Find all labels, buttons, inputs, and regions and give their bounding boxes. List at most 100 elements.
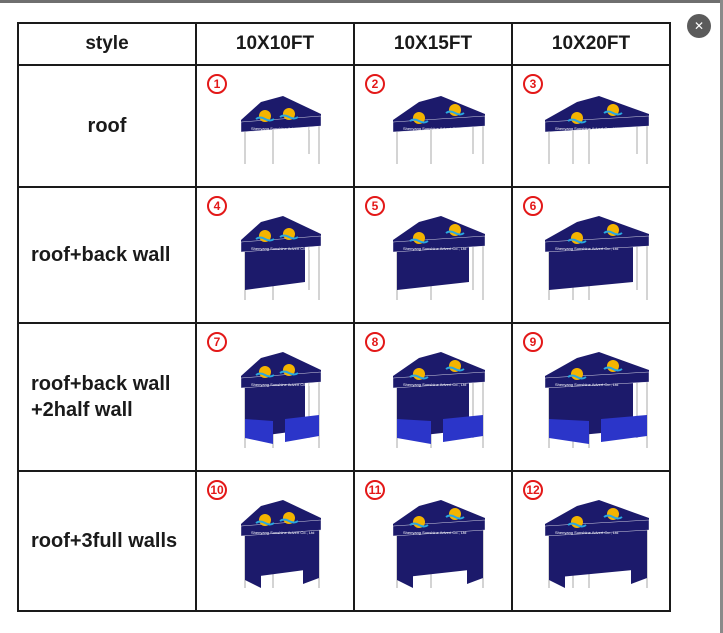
item-number-badge: 8 bbox=[365, 332, 385, 352]
tent-illustration: Shenyang Sunshine Advert Co., Ltd bbox=[544, 500, 650, 588]
tent-image-cell: Shenyang Sunshine Advert Co., Ltd 12 bbox=[511, 470, 671, 612]
valance-brand-text: Shenyang Sunshine Advert Co., Ltd bbox=[555, 530, 618, 535]
sun-logo-icon bbox=[409, 516, 429, 528]
sun-logo-icon bbox=[603, 508, 623, 520]
style-label: roof+back wall bbox=[17, 186, 197, 324]
valance-brand-text: Shenyang Sunshine Advert Co., Ltd bbox=[251, 530, 314, 535]
tent-style-table: style 10X10FT 10X15FT 10X20FT roof Sheny… bbox=[17, 22, 671, 612]
tent-illustration: Shenyang Sunshine Advert Co., Ltd bbox=[544, 96, 650, 164]
style-label: roof+back wall +2half wall bbox=[17, 322, 197, 472]
half-wall bbox=[443, 415, 483, 442]
sun-logo-icon bbox=[409, 112, 429, 124]
tent-illustration: Shenyang Sunshine Advert Co., Ltd bbox=[240, 216, 322, 300]
half-wall bbox=[601, 415, 647, 442]
tent-valance bbox=[544, 519, 650, 537]
half-wall bbox=[549, 419, 589, 444]
tent-image-cell: Shenyang Sunshine Advert Co., Ltd 11 bbox=[353, 470, 513, 612]
window-right-border bbox=[720, 0, 723, 633]
valance-brand-text: Shenyang Sunshine Advert Co., Ltd bbox=[251, 382, 314, 387]
tent-illustration: Shenyang Sunshine Advert Co., Ltd bbox=[392, 216, 486, 300]
tent-image-cell: Shenyang Sunshine Advert Co., Ltd 3 bbox=[511, 64, 671, 188]
tent-image-cell: Shenyang Sunshine Advert Co., Ltd 1 bbox=[195, 64, 355, 188]
tent-illustration: Shenyang Sunshine Advert Co., Ltd bbox=[392, 500, 486, 588]
item-number-badge: 11 bbox=[365, 480, 385, 500]
sun-logo-icon bbox=[567, 368, 587, 380]
sun-logo-icon bbox=[279, 108, 299, 120]
half-wall bbox=[285, 415, 319, 442]
sun-logo-icon bbox=[445, 360, 465, 372]
valance-brand-text: Shenyang Sunshine Advert Co., Ltd bbox=[251, 126, 314, 131]
sun-logo-icon bbox=[255, 230, 275, 242]
item-number-badge: 12 bbox=[523, 480, 543, 500]
tent-image-cell: Shenyang Sunshine Advert Co., Ltd 7 bbox=[195, 322, 355, 472]
tent-image-cell: Shenyang Sunshine Advert Co., Ltd 4 bbox=[195, 186, 355, 324]
tent-illustration: Shenyang Sunshine Advert Co., Ltd bbox=[392, 352, 486, 448]
sun-logo-icon bbox=[255, 110, 275, 122]
side-wall bbox=[245, 526, 261, 588]
valance-brand-text: Shenyang Sunshine Advert Co., Ltd bbox=[555, 246, 618, 251]
sun-logo-icon bbox=[255, 514, 275, 526]
sun-logo-icon bbox=[603, 224, 623, 236]
header-size-10x15: 10X15FT bbox=[353, 22, 513, 66]
valance-brand-text: Shenyang Sunshine Advert Co., Ltd bbox=[403, 382, 466, 387]
half-wall bbox=[245, 419, 273, 444]
tent-illustration: Shenyang Sunshine Advert Co., Ltd bbox=[240, 96, 322, 164]
tent-valance bbox=[544, 235, 650, 253]
tent-valance bbox=[392, 371, 486, 389]
header-style: style bbox=[17, 22, 197, 66]
tent-illustration: Shenyang Sunshine Advert Co., Ltd bbox=[240, 352, 322, 448]
valance-brand-text: Shenyang Sunshine Advert Co., Ltd bbox=[403, 530, 466, 535]
tent-image-cell: Shenyang Sunshine Advert Co., Ltd 2 bbox=[353, 64, 513, 188]
close-button[interactable]: ✕ bbox=[687, 14, 711, 38]
tent-illustration: Shenyang Sunshine Advert Co., Ltd bbox=[544, 216, 650, 300]
valance-brand-text: Shenyang Sunshine Advert Co., Ltd bbox=[555, 382, 618, 387]
sun-logo-icon bbox=[567, 516, 587, 528]
tent-valance bbox=[392, 235, 486, 253]
tent-image-cell: Shenyang Sunshine Advert Co., Ltd 10 bbox=[195, 470, 355, 612]
header-size-10x10: 10X10FT bbox=[195, 22, 355, 66]
style-label-line-1: roof+back wall bbox=[31, 373, 171, 395]
style-label-line-2: +2half wall bbox=[31, 399, 133, 421]
sun-logo-icon bbox=[445, 508, 465, 520]
sun-logo-icon bbox=[409, 232, 429, 244]
tent-valance bbox=[544, 115, 650, 133]
tent-illustration: Shenyang Sunshine Advert Co., Ltd bbox=[240, 500, 322, 588]
tent-image-cell: Shenyang Sunshine Advert Co., Ltd 9 bbox=[511, 322, 671, 472]
tent-valance bbox=[392, 115, 486, 133]
table-row: roof Shenyang Sunshine Advert Co., Ltd 1… bbox=[17, 64, 671, 188]
tent-image-cell: Shenyang Sunshine Advert Co., Ltd 5 bbox=[353, 186, 513, 324]
item-number-badge: 2 bbox=[365, 74, 385, 94]
window-top-border bbox=[0, 0, 723, 3]
item-number-badge: 7 bbox=[207, 332, 227, 352]
sun-logo-icon bbox=[445, 224, 465, 236]
valance-brand-text: Shenyang Sunshine Advert Co., Ltd bbox=[555, 126, 618, 131]
side-wall bbox=[467, 522, 483, 584]
valance-brand-text: Shenyang Sunshine Advert Co., Ltd bbox=[403, 246, 466, 251]
header-size-10x20: 10X20FT bbox=[511, 22, 671, 66]
tent-image-cell: Shenyang Sunshine Advert Co., Ltd 8 bbox=[353, 322, 513, 472]
sun-logo-icon bbox=[445, 104, 465, 116]
item-number-badge: 5 bbox=[365, 196, 385, 216]
item-number-badge: 4 bbox=[207, 196, 227, 216]
sun-logo-icon bbox=[279, 364, 299, 376]
side-wall bbox=[303, 522, 319, 584]
side-wall bbox=[631, 522, 647, 584]
side-wall bbox=[397, 526, 413, 588]
sun-logo-icon bbox=[603, 360, 623, 372]
item-number-badge: 10 bbox=[207, 480, 227, 500]
valance-brand-text: Shenyang Sunshine Advert Co., Ltd bbox=[251, 246, 314, 251]
tent-valance bbox=[544, 371, 650, 389]
side-wall bbox=[549, 526, 565, 588]
style-label: roof+3full walls bbox=[17, 470, 197, 612]
sun-logo-icon bbox=[409, 368, 429, 380]
valance-brand-text: Shenyang Sunshine Advert Co., Ltd bbox=[403, 126, 466, 131]
tent-valance bbox=[392, 519, 486, 537]
sun-logo-icon bbox=[279, 512, 299, 524]
item-number-badge: 1 bbox=[207, 74, 227, 94]
half-wall bbox=[397, 419, 431, 444]
sun-logo-icon bbox=[603, 104, 623, 116]
table-row: roof+back wall Shenyang Sunshine Advert … bbox=[17, 186, 671, 324]
style-label: roof bbox=[17, 64, 197, 188]
item-number-badge: 9 bbox=[523, 332, 543, 352]
table-row: roof+3full walls Shenyang Sunshine Adver… bbox=[17, 470, 671, 612]
